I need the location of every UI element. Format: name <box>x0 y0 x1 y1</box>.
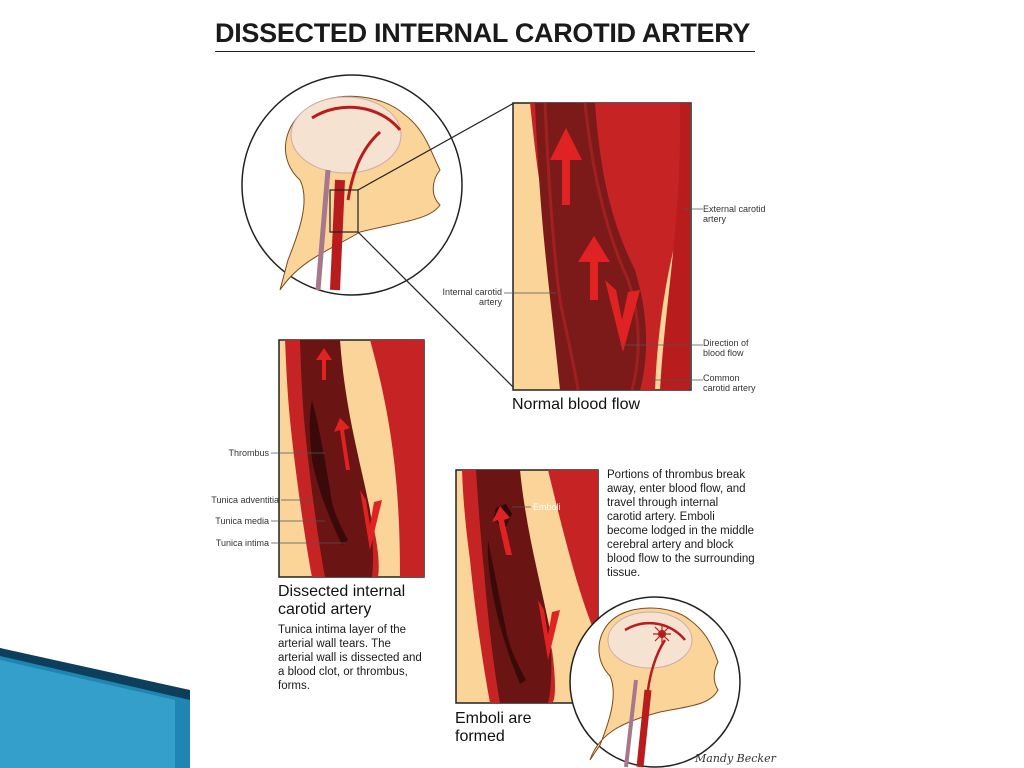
dissected-artery-panel <box>278 339 425 578</box>
diagram-title: DISSECTED INTERNAL CAROTID ARTERY <box>215 18 755 52</box>
label-common-carotid: Common carotid artery <box>703 373 756 393</box>
leader-lines <box>271 208 703 544</box>
label-emboli: Emboli <box>533 502 561 512</box>
description-emboli: Portions of thrombus break away, enter b… <box>607 469 755 579</box>
label-direction-flow: Direction of blood flow <box>703 338 749 358</box>
normal-flow-panel <box>512 102 692 391</box>
head-circle-top <box>241 74 463 296</box>
head-circle-bottom <box>569 596 741 768</box>
emboli-panel <box>455 469 599 704</box>
slide-corner-decoration <box>0 648 190 768</box>
label-tunica-media: Tunica media <box>215 516 269 526</box>
label-tunica-adventitia: Tunica adventitia <box>211 495 279 505</box>
artist-signature: Mandy Becker <box>695 752 776 765</box>
caption-emboli: Emboli are formed <box>455 710 532 745</box>
description-dissected: Tunica intima layer of the arterial wall… <box>278 624 422 692</box>
caption-dissected: Dissected internal carotid artery <box>278 583 406 618</box>
label-external-carotid: External carotid artery <box>703 204 766 224</box>
label-tunica-intima: Tunica intima <box>215 538 269 548</box>
zoom-lines <box>357 102 515 389</box>
caption-normal-flow: Normal blood flow <box>512 396 641 413</box>
label-internal-carotid: Internal carotid artery <box>442 287 502 307</box>
label-thrombus: Thrombus <box>228 448 269 458</box>
